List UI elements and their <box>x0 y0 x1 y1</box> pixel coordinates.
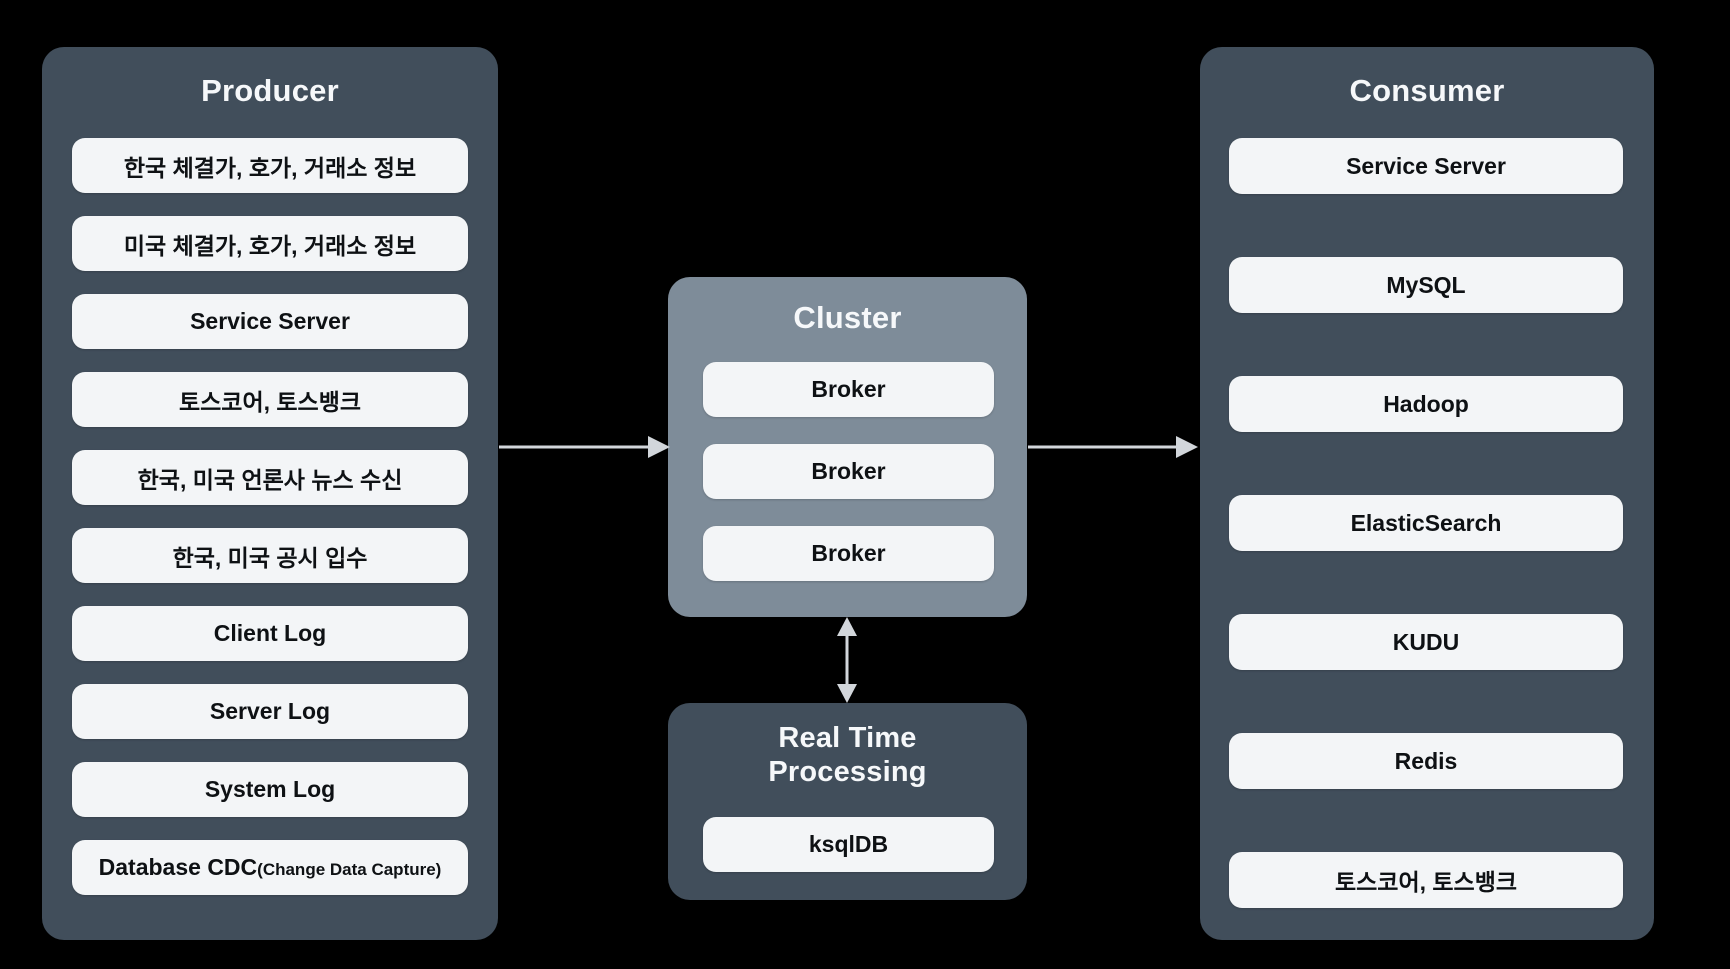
producer-item-service-server: Service Server <box>72 294 468 349</box>
database-cdc-sublabel: (Change Data Capture) <box>257 860 442 879</box>
consumer-item-kudu: KUDU <box>1229 614 1623 670</box>
producer-item-database-cdc: Database CDC(Change Data Capture) <box>72 840 468 895</box>
producer-item-client-log: Client Log <box>72 606 468 661</box>
producer-item-tosscore-tossbank: 토스코어, 토스뱅크 <box>72 372 468 427</box>
producer-item-us-market-data: 미국 체결가, 호가, 거래소 정보 <box>72 216 468 271</box>
consumer-item-elasticsearch: ElasticSearch <box>1229 495 1623 551</box>
producer-item-server-log: Server Log <box>72 684 468 739</box>
consumer-item-hadoop: Hadoop <box>1229 376 1623 432</box>
consumer-item-mysql: MySQL <box>1229 257 1623 313</box>
producer-item-system-log: System Log <box>72 762 468 817</box>
consumer-panel: Consumer Service Server MySQL Hadoop Ela… <box>1200 47 1654 940</box>
consumer-item-tosscore-tossbank: 토스코어, 토스뱅크 <box>1229 852 1623 908</box>
cluster-item-list: Broker Broker Broker <box>703 362 994 581</box>
producer-item-disclosures: 한국, 미국 공시 입수 <box>72 528 468 583</box>
cluster-panel: Cluster Broker Broker Broker <box>668 277 1027 617</box>
arrow-cluster-to-consumer <box>1028 436 1198 458</box>
producer-item-kr-market-data: 한국 체결가, 호가, 거래소 정보 <box>72 138 468 193</box>
realtime-item-list: ksqlDB <box>703 817 994 872</box>
realtime-processing-panel: Real Time Processing ksqlDB <box>668 703 1027 900</box>
consumer-title: Consumer <box>1349 73 1505 108</box>
consumer-item-redis: Redis <box>1229 733 1623 789</box>
cluster-broker-2: Broker <box>703 444 994 499</box>
producer-title: Producer <box>201 73 339 108</box>
database-cdc-label: Database CDC <box>98 854 258 880</box>
producer-panel: Producer 한국 체결가, 호가, 거래소 정보 미국 체결가, 호가, … <box>42 47 498 940</box>
arrow-producer-to-cluster <box>499 436 670 458</box>
consumer-item-service-server: Service Server <box>1229 138 1623 194</box>
producer-item-list: 한국 체결가, 호가, 거래소 정보 미국 체결가, 호가, 거래소 정보 Se… <box>72 138 468 895</box>
arrow-cluster-realtime-bidirectional <box>837 617 857 703</box>
realtime-item-ksqldb: ksqlDB <box>703 817 994 872</box>
realtime-processing-title: Real Time Processing <box>768 722 927 789</box>
producer-item-news-feed: 한국, 미국 언론사 뉴스 수신 <box>72 450 468 505</box>
cluster-broker-3: Broker <box>703 526 994 581</box>
cluster-title: Cluster <box>793 300 902 335</box>
consumer-item-list: Service Server MySQL Hadoop ElasticSearc… <box>1229 138 1623 908</box>
cluster-broker-1: Broker <box>703 362 994 417</box>
